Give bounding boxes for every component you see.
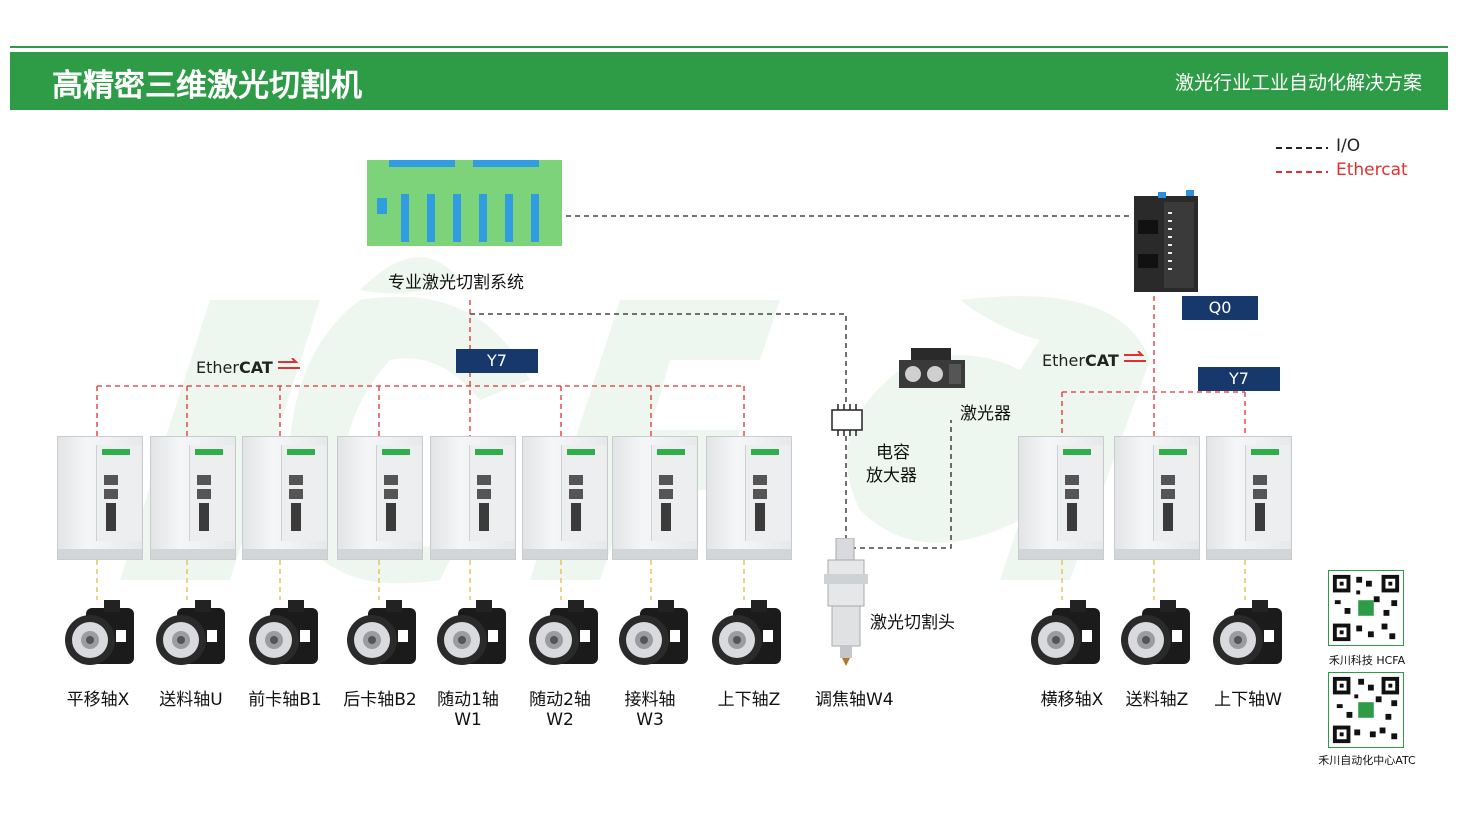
qr-code-icon	[1328, 672, 1404, 748]
focus-axis-label: 调焦轴W4	[815, 690, 894, 710]
servo-motor-icon	[65, 600, 134, 665]
axis-label: 平移轴X	[66, 690, 130, 710]
servo-drive	[430, 436, 516, 560]
header-bar	[10, 52, 1448, 110]
y7-right-tag: Y7	[1198, 367, 1280, 391]
io-legend-line-icon	[1276, 147, 1328, 149]
plc-controller-icon	[1134, 190, 1198, 292]
axis-label: 横移轴X	[1040, 690, 1104, 710]
axis-label: 后卡轴B2	[343, 690, 417, 710]
servo-drive	[150, 436, 236, 560]
laser-cutting-head-icon	[824, 538, 868, 666]
axis-label: 上下轴Z	[717, 690, 781, 710]
servo-motor-icon	[156, 600, 225, 665]
qr-caption-atc: 禾川自动化中心ATC	[1318, 754, 1416, 767]
servo-drive	[1206, 436, 1292, 560]
servo-motor-icon	[1031, 600, 1100, 665]
servo-motor-icon	[712, 600, 781, 665]
qr-code-icon	[1328, 570, 1404, 646]
servo-drive	[1114, 436, 1200, 560]
servo-motor-icon	[249, 600, 318, 665]
axis-label: 上下轴W	[1214, 690, 1282, 710]
servo-motor-icon	[1121, 600, 1190, 665]
page-title: 高精密三维激光切割机	[52, 68, 362, 104]
legend-io-label: I/O	[1336, 136, 1361, 156]
laser-source-icon	[899, 348, 965, 388]
ethercat-legend-line-icon	[1276, 171, 1328, 173]
cutting-head-label: 激光切割头	[870, 613, 955, 633]
axis-label: 前卡轴B1	[248, 690, 322, 710]
servo-drive	[612, 436, 698, 560]
qr-caption-hcfa: 禾川科技 HCFA	[1328, 654, 1406, 667]
capacitive-amplifier-label-line2: 放大器	[866, 466, 917, 486]
ethercat-logo-left: EtherCAT	[196, 357, 304, 377]
laser-cutting-system-label: 专业激光切割系统	[388, 273, 524, 293]
servo-motor-icon	[437, 600, 506, 665]
capacitive-amplifier-label-line1: 电容	[876, 443, 910, 463]
servo-drive	[242, 436, 328, 560]
servo-motor-icon	[529, 600, 598, 665]
q0-tag: Q0	[1182, 296, 1258, 320]
servo-drive	[1018, 436, 1104, 560]
y7-left-tag: Y7	[456, 349, 538, 373]
servo-motor-icon	[619, 600, 688, 665]
page-subtitle: 激光行业工业自动化解决方案	[1174, 72, 1422, 94]
axis-label: 送料轴U	[159, 690, 223, 710]
ethercat-logo-right: EtherCAT	[1042, 350, 1150, 370]
servo-motor-icon	[347, 600, 416, 665]
servo-drive	[57, 436, 143, 560]
legend-ethercat-label: Ethercat	[1336, 160, 1408, 180]
servo-drive	[522, 436, 608, 560]
laser-cutting-system-board-icon	[367, 160, 562, 246]
ethercat-arrows-icon	[277, 357, 300, 369]
axis-label: 送料轴Z	[1125, 690, 1189, 710]
servo-drive	[337, 436, 423, 560]
servo-drive	[706, 436, 792, 560]
header-top-line	[10, 46, 1448, 48]
ethercat-arrows-icon	[1123, 350, 1146, 362]
servo-motor-icon	[1213, 600, 1282, 665]
capacitive-amplifier-icon	[831, 404, 863, 436]
laser-label: 激光器	[960, 404, 1011, 424]
